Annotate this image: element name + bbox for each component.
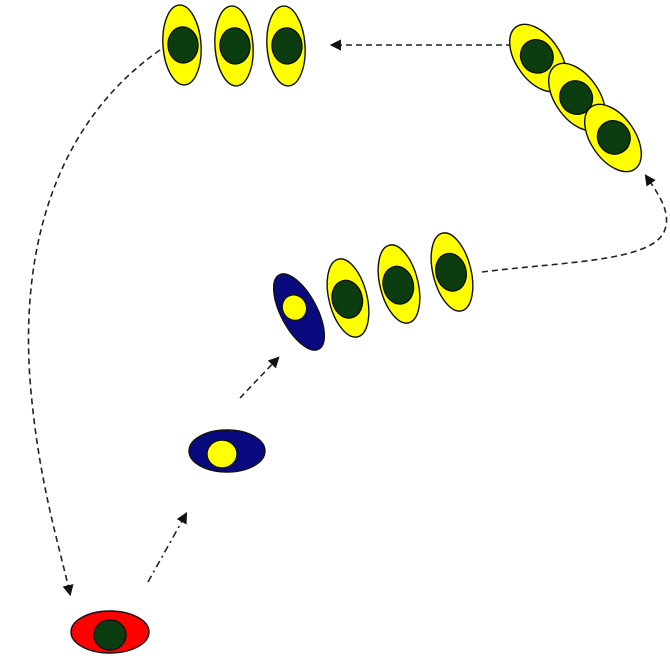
yellow-cells-right-diagonal	[509, 23, 642, 173]
yellow-cell-nucleus	[219, 27, 251, 65]
arrow-red-to-navy-horizontal	[147, 512, 188, 583]
yellow-cell-nucleus	[559, 80, 594, 115]
yellow-cell	[326, 258, 370, 338]
yellow-cell	[214, 5, 254, 87]
yellow-cell	[430, 232, 474, 312]
arrow-navy-horizontal-to-navy-tilted	[239, 356, 280, 399]
yellow-cell-nucleus	[167, 26, 199, 64]
navy-cell-tilted	[272, 273, 326, 351]
yellow-cells-middle-row	[326, 232, 474, 338]
yellow-cell	[266, 5, 306, 87]
yellow-cell-nucleus	[382, 265, 415, 305]
navy-cell-horizontal-nucleus	[206, 439, 238, 469]
yellow-cell	[377, 244, 421, 324]
yellow-cells-top-row	[162, 4, 306, 87]
arrow-top-row-to-red-cell	[27, 49, 161, 597]
yellow-cell-nucleus	[435, 252, 467, 292]
yellow-cell	[162, 4, 202, 86]
yellow-cell-nucleus	[519, 38, 554, 74]
navy-cell-horizontal	[188, 429, 266, 473]
yellow-cell	[584, 103, 642, 173]
yellow-cell-nucleus	[331, 279, 364, 319]
navy-cell-tilted-nucleus	[281, 294, 308, 322]
arrow-middle-row-to-right-diagonal	[481, 174, 668, 273]
red-cell	[70, 610, 150, 654]
red-cell-nucleus	[93, 619, 127, 651]
yellow-cell-nucleus	[271, 27, 303, 65]
yellow-cell-nucleus	[596, 120, 631, 155]
